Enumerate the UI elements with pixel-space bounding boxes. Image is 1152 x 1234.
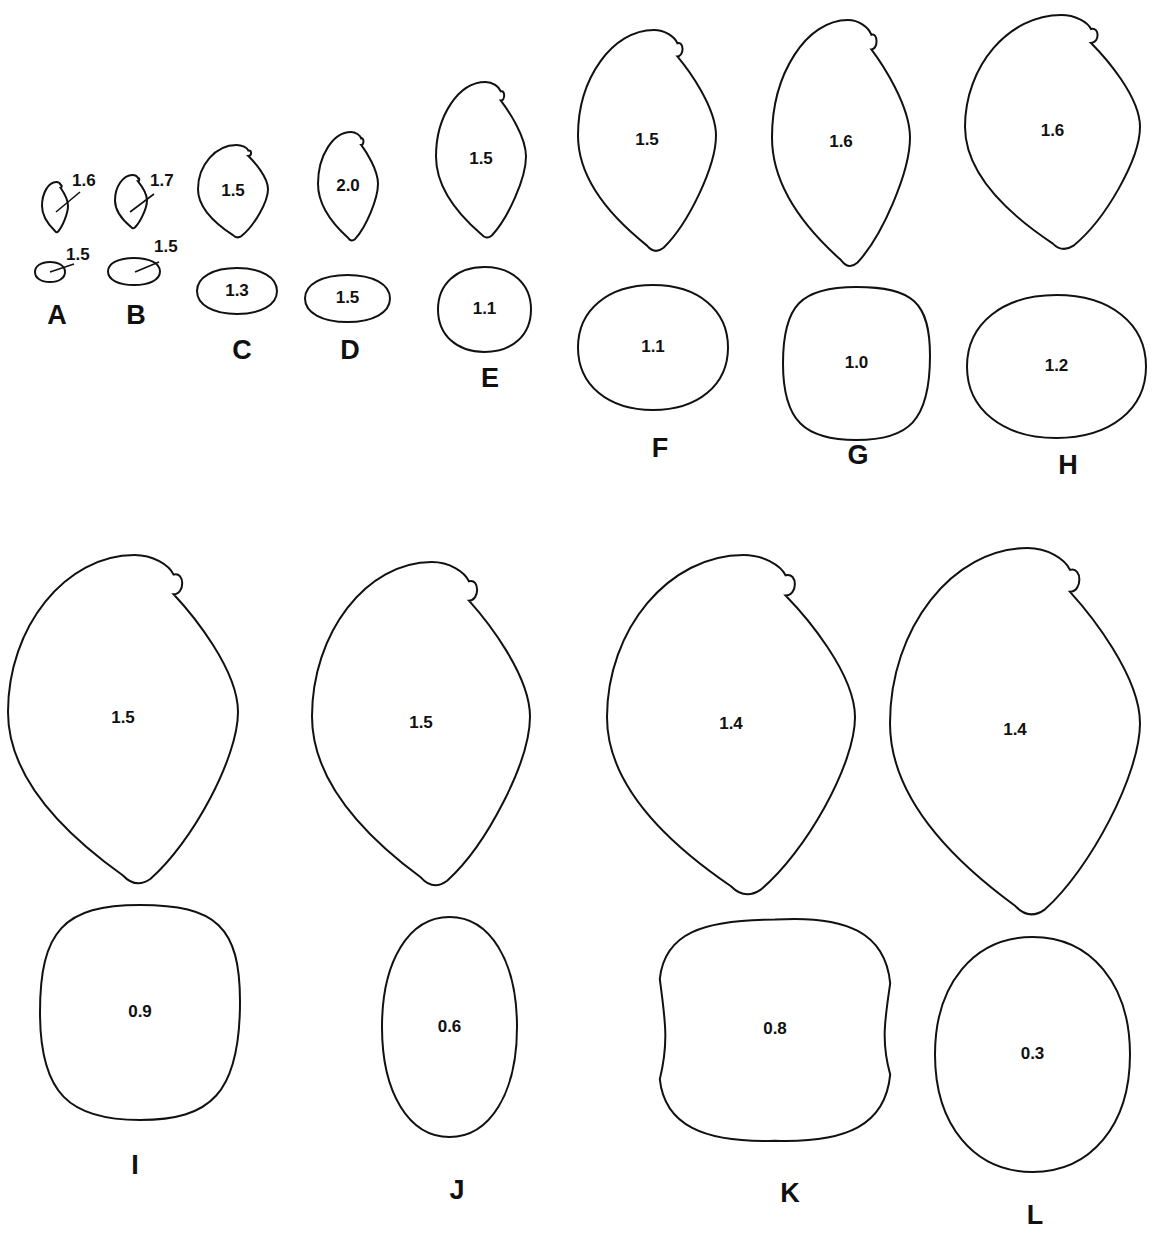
ratio-value: 0.8: [763, 1020, 787, 1039]
shell-outline: 1.1: [438, 267, 531, 352]
ratio-value: 1.1: [473, 300, 497, 319]
shell-outline: 1.5: [305, 275, 390, 322]
shell-outline: 0.3: [935, 937, 1130, 1172]
ratio-value: 1.6: [829, 133, 853, 152]
shell-outline-path: [438, 267, 531, 352]
shell-outline: 1.4: [890, 548, 1140, 913]
shell-outline: 1.4: [607, 555, 855, 893]
specimen-letter: K: [780, 1180, 800, 1207]
shell-outline-path: [607, 555, 855, 894]
shell-outline: 1.0: [783, 287, 930, 440]
specimen-letter: H: [1058, 452, 1078, 479]
specimen-letter: E: [481, 365, 499, 392]
ratio-value: 1.5: [154, 238, 178, 257]
shell-outline: 0.9: [40, 905, 240, 1120]
ratio-value: 1.5: [635, 131, 659, 150]
shell-outline-path: [967, 295, 1146, 438]
ratio-value: 1.5: [66, 246, 90, 265]
ratio-value: 1.5: [336, 289, 360, 308]
shell-outline-path: [197, 268, 277, 314]
specimen-letter: C: [232, 337, 252, 364]
ratio-value: 1.1: [641, 338, 665, 357]
ratio-value: 1.5: [409, 714, 433, 733]
ratio-value: 1.4: [719, 715, 743, 734]
shell-outline-path: [578, 30, 716, 251]
ratio-value: 0.9: [128, 1003, 152, 1022]
shell-outline: 1.3: [197, 268, 277, 314]
shell-outline-path: [436, 82, 526, 238]
shell-outline-path: [772, 20, 910, 266]
shell-outline: 1.5: [106, 238, 188, 288]
shell-outline: 1.5: [436, 82, 526, 237]
shell-outline-path: [108, 258, 160, 285]
shell-outline: 1.6: [965, 15, 1140, 248]
shell-outline: 1.2: [967, 295, 1146, 438]
ratio-value: 0.3: [1021, 1045, 1045, 1064]
ratio-value: 0.6: [438, 1018, 462, 1037]
shell-outline-path: [305, 275, 390, 322]
specimen-letter: B: [126, 302, 146, 329]
ratio-value: 1.5: [469, 150, 493, 169]
leader-line: [130, 194, 154, 212]
specimen-letter: G: [847, 442, 868, 469]
ratio-value: 1.0: [845, 354, 869, 373]
shell-outline: 1.5: [578, 30, 716, 250]
shell-outline-path: [382, 917, 517, 1137]
shell-outline: 1.5: [33, 246, 105, 286]
shell-outline-path: [578, 285, 728, 410]
shell-outline-path: [783, 287, 930, 440]
shell-outline: 1.6: [772, 20, 910, 265]
leader-line: [56, 192, 80, 212]
shell-outline: 1.5: [198, 145, 268, 237]
ratio-value: 1.6: [72, 172, 96, 191]
shell-outline: 0.6: [382, 917, 517, 1137]
shell-outline: 2.0: [318, 132, 378, 240]
ratio-value: 1.6: [1041, 122, 1065, 141]
leader-line: [135, 262, 159, 272]
shell-outline: 1.7: [112, 170, 184, 232]
ratio-value: 1.7: [150, 172, 174, 191]
shell-outline-path: [42, 182, 68, 232]
shell-outline: 1.1: [578, 285, 728, 410]
ratio-value: 1.4: [1003, 721, 1027, 740]
shell-outline-path: [115, 175, 147, 228]
shell-outline-path: [318, 132, 378, 240]
shell-outline-path: [40, 905, 240, 1120]
shell-outline-path: [890, 548, 1140, 914]
leader-line: [50, 264, 74, 272]
shell-outline-path: [198, 145, 268, 237]
specimen-letter: I: [131, 1152, 139, 1179]
shell-outline: 1.5: [312, 562, 530, 884]
shell-outline: 1.6: [38, 170, 110, 236]
ratio-value: 1.2: [1045, 357, 1069, 376]
ratio-value: 2.0: [336, 177, 360, 196]
shell-outline-path: [660, 919, 890, 1141]
shell-outline: 1.5: [8, 555, 238, 882]
specimen-letter: D: [340, 337, 360, 364]
shell-outline-path: [312, 562, 530, 885]
shell-outline-path: [935, 937, 1130, 1172]
ratio-value: 1.3: [225, 282, 249, 301]
ratio-value: 1.5: [221, 182, 245, 201]
shell-outline-path: [8, 555, 238, 883]
specimen-letter: J: [449, 1177, 464, 1204]
shell-outline: 0.8: [655, 915, 895, 1143]
specimen-letter: L: [1027, 1202, 1044, 1229]
shell-outline-path: [965, 15, 1140, 249]
specimen-letter: F: [652, 435, 669, 462]
specimen-letter: A: [47, 302, 67, 329]
ratio-value: 1.5: [111, 709, 135, 728]
